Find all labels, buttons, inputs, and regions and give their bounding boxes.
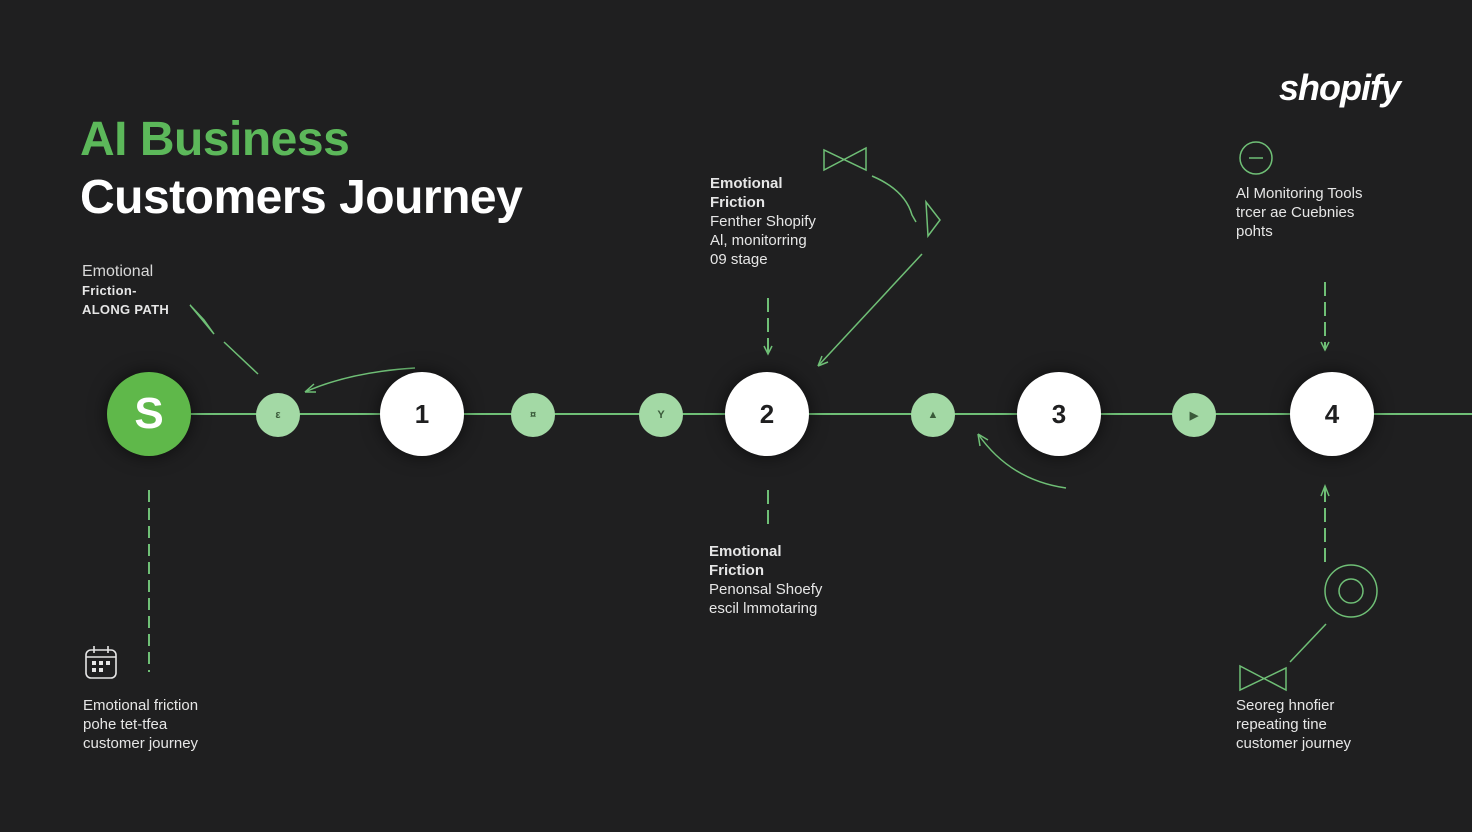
note-left-top-line3: ALONG PATH	[82, 302, 170, 317]
title-line2: Customers Journey	[80, 171, 523, 224]
stage-node-3[interactable]: 3	[1017, 372, 1101, 456]
note-right-bottom: Seoreg hnofier repeating tine customer j…	[1236, 696, 1351, 753]
note-left-top-line1: Emotional	[82, 263, 154, 280]
note-right-bottom-line2: repeating tine	[1236, 716, 1327, 733]
small-node-3[interactable]: Y	[639, 393, 683, 437]
note-stage2-top: Emotional Friction Fenther Shopify Al, m…	[710, 174, 816, 269]
note-stage2-top-line2: Friction	[710, 194, 765, 211]
target-icon	[1324, 564, 1378, 618]
stage-node-4[interactable]: 4	[1290, 372, 1374, 456]
curve-arrow-2	[977, 433, 1067, 489]
note-stage2-top-line5: 09 stage	[710, 251, 768, 268]
brand-logo: shopify	[1279, 67, 1401, 108]
note-stage2-top-line1: Emotional	[710, 175, 783, 192]
note-left-bottom-line1: Emotional friction	[83, 697, 199, 714]
note-right-top-line3: pohts	[1236, 223, 1273, 240]
note-stage2-bottom-line2: Friction	[709, 562, 764, 579]
note-right-bottom-line3: customer journey	[1236, 735, 1352, 752]
bow-arrow-icon	[823, 146, 867, 172]
note-left-bottom: Emotional friction pohe tet-tfea custome…	[83, 696, 198, 753]
small-node-5[interactable]: ▶	[1172, 393, 1216, 437]
note-left-top-line2: Friction-	[82, 283, 137, 298]
note-right-top-line1: Al Monitoring Tools	[1236, 185, 1363, 202]
left-note-arrow	[223, 341, 259, 375]
note-right-top: Al Monitoring Tools trcer ae Cuebnies po…	[1236, 184, 1362, 241]
note-stage2-bottom-line4: escil lmmotaring	[709, 600, 818, 617]
stage-node-1[interactable]: 1	[380, 372, 464, 456]
diagonal-arrow-stage2	[817, 253, 923, 367]
note-stage2-bottom: Emotional Friction Penonsal Shoefy escil…	[709, 542, 822, 618]
note-stage2-top-line4: Al, monitorring	[710, 232, 807, 249]
note-left-bottom-line2: pohe tet-tfea	[83, 716, 168, 733]
title-line1: AI Business	[80, 113, 350, 166]
stage-node-2[interactable]: 2	[725, 372, 809, 456]
note-left-top: Emotional Friction- ALONG PATH	[82, 262, 169, 319]
note-stage2-top-line3: Fenther Shopify	[710, 213, 816, 230]
note-right-top-line2: trcer ae Cuebnies	[1236, 204, 1355, 221]
start-node[interactable]: S	[107, 372, 191, 456]
left-note-arrowhead-decor	[189, 304, 215, 335]
small-node-4[interactable]: ▲	[911, 393, 955, 437]
calendar-icon	[84, 644, 118, 680]
curve-arrow-1-head	[304, 383, 316, 393]
small-node-1[interactable]: ε	[256, 393, 300, 437]
note-left-bottom-line3: customer journey	[83, 735, 199, 752]
curve-arrow-1	[304, 367, 416, 393]
small-node-2[interactable]: ¤	[511, 393, 555, 437]
note-stage2-bottom-line1: Emotional	[709, 543, 782, 560]
note-right-bottom-line1: Seoreg hnofier	[1236, 697, 1335, 714]
note-stage2-bottom-line3: Penonsal Shoefy	[709, 581, 823, 598]
monitor-circle-icon	[1239, 141, 1273, 175]
